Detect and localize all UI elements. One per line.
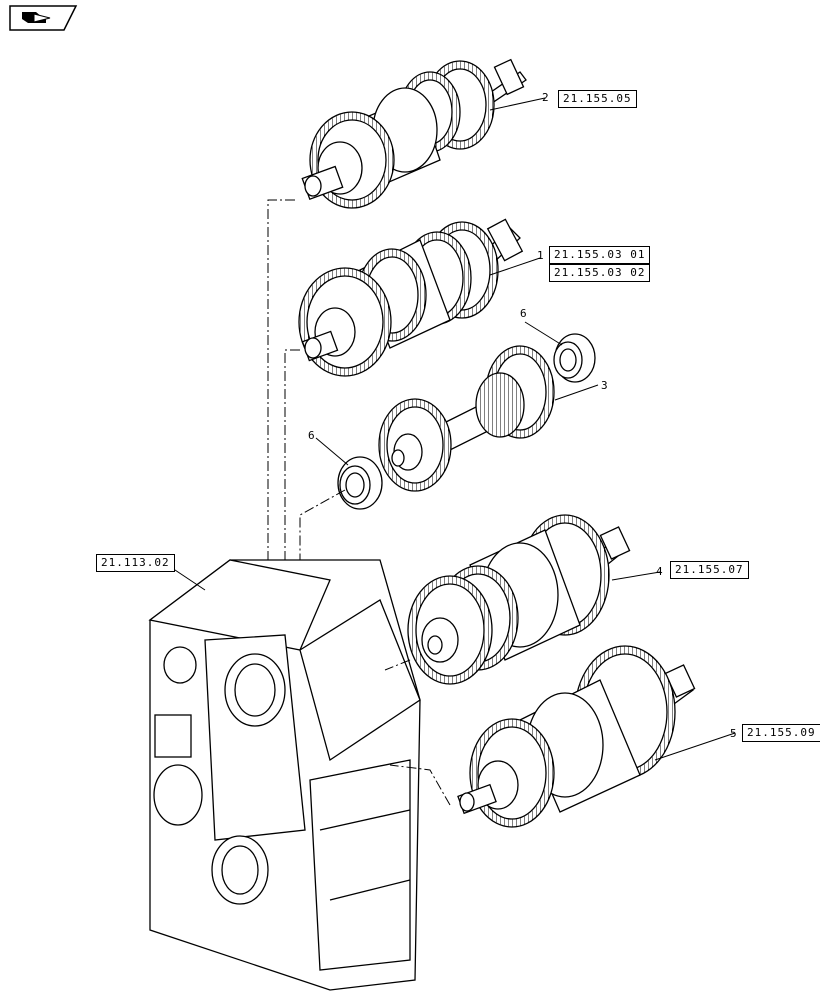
callout-6-lower: 6 — [308, 429, 315, 442]
ref-box-21-155-05[interactable]: 21.155.05 — [558, 90, 637, 108]
callout-2: 2 — [542, 91, 549, 104]
alignment-lines — [267, 199, 451, 806]
back-arrow-icon — [9, 5, 78, 31]
leader-lines — [171, 97, 736, 761]
back-button[interactable] — [6, 4, 78, 32]
callout-5: 5 — [730, 727, 737, 740]
ref-box-21-155-03-02[interactable]: 21.155.03 02 — [549, 264, 651, 282]
callout-1: 1 — [537, 249, 544, 262]
bearing-6-lower — [337, 456, 383, 510]
shaft-assembly-2 — [301, 58, 527, 209]
shaft-assembly-1 — [298, 218, 524, 377]
callout-4: 4 — [656, 565, 663, 578]
ref-box-21-113-02[interactable]: 21.113.02 — [96, 554, 175, 572]
ref-box-21-155-09[interactable]: 21.155.09 — [742, 724, 820, 742]
ref-box-21-155-03-01[interactable]: 21.155.03 01 — [549, 246, 651, 264]
shaft-assembly-4 — [407, 514, 631, 685]
callout-3: 3 — [601, 379, 608, 392]
shaft-assembly-5 — [457, 645, 696, 828]
ref-box-21-155-07[interactable]: 21.155.07 — [670, 561, 749, 579]
callout-6-upper: 6 — [520, 307, 527, 320]
transmission-housing — [148, 559, 421, 991]
bearing-6-upper — [553, 333, 596, 383]
countershaft-3 — [378, 345, 555, 492]
